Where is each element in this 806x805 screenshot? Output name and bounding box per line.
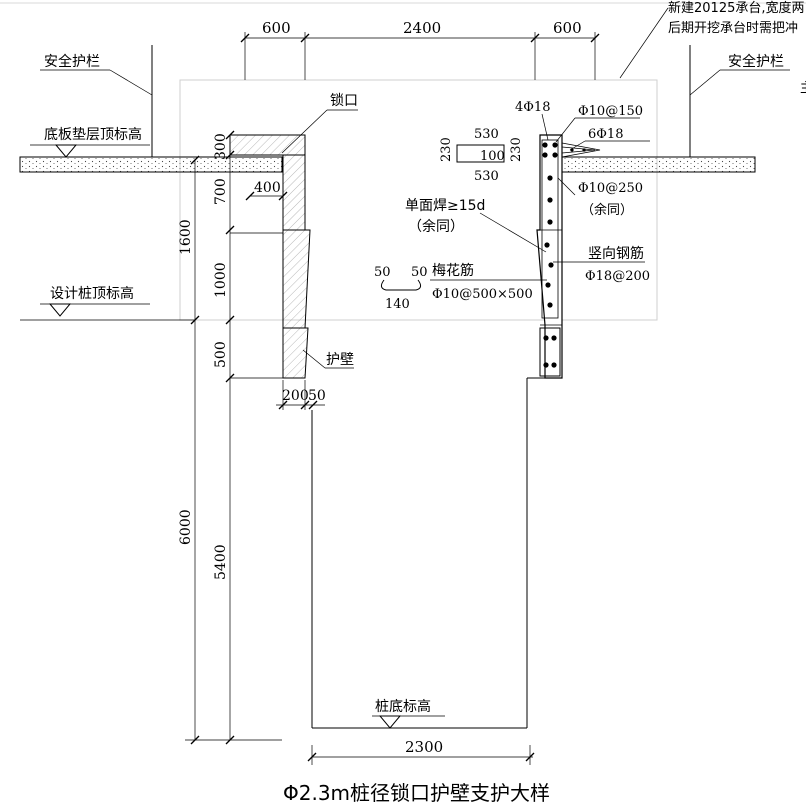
left-vertical-dimensions: [185, 130, 283, 745]
top-note-leader: [619, 7, 669, 79]
dim-1600: 1600: [178, 219, 194, 255]
dim-6000: 6000: [178, 509, 194, 545]
ground-slab-left: [19, 156, 283, 173]
dim-400-line: [245, 191, 288, 201]
right-lock-wall: [536, 134, 563, 379]
dim-top-right: 600: [553, 19, 582, 37]
dim-50: 50: [308, 388, 326, 404]
plum-rebar-spec: Φ10@500×500: [432, 287, 533, 302]
hook-50-right: 50: [411, 265, 428, 280]
rebar-4phi18: 4Φ18: [515, 100, 550, 115]
dim-300: 300: [213, 133, 229, 160]
dim-700: 700: [213, 178, 229, 205]
dim-400: 400: [254, 180, 281, 196]
dim-top-mid: 2400: [403, 19, 441, 37]
top-dimension: [240, 32, 600, 80]
pile-top-label: 设计桩顶标高: [50, 285, 134, 302]
dim-top-left: 600: [262, 19, 291, 37]
lock-label: 锁口: [330, 93, 358, 109]
same-note-2: （余同）: [408, 218, 464, 235]
vertical-rebar-label: 竖向钢筋: [588, 245, 644, 262]
safety-rail-left-label: 安全护栏: [44, 53, 100, 70]
pile-bottom-symbol: [372, 715, 445, 729]
leader-4phi18: [541, 113, 549, 141]
leader-6phi18b: [569, 140, 586, 151]
vertical-rebar-spec: Φ18@200: [585, 269, 650, 284]
lock-leader: [281, 109, 328, 154]
dim-500: 500: [213, 341, 229, 368]
left-lock-wall: [229, 134, 311, 379]
rebar-phi10-150: Φ10@150: [578, 104, 643, 119]
rebar-6phi18: 6Φ18: [588, 127, 623, 142]
dim-2300: 2300: [405, 738, 443, 756]
weld-note: 单面焊≥15d: [405, 198, 485, 214]
stirrup-detail: [456, 144, 505, 163]
hook-detail: [380, 279, 422, 291]
dim-200-50-line: [276, 380, 325, 410]
bottom-dimension: [307, 745, 535, 765]
top-note-line2: 后期开挖承台时需把冲: [668, 21, 798, 36]
stirrup-230-right: 230: [509, 137, 524, 162]
slab-top-label: 底板垫层顶标高: [44, 126, 142, 143]
dim-200: 200: [282, 388, 309, 404]
leader-phi10-150b: [555, 117, 576, 143]
pile-bottom-label: 桩底标高: [375, 698, 431, 715]
leader-phi10-250: [557, 177, 576, 196]
safety-rail-left-symbol: [40, 45, 153, 157]
same-note-1: （余同）: [581, 202, 633, 218]
rebar-phi10-250: Φ10@250: [578, 181, 643, 196]
plum-rebar-label: 梅花筋: [432, 262, 474, 279]
stirrup-530-top: 530: [474, 127, 499, 142]
right-rebar-hooks: [561, 142, 601, 158]
dim-1000: 1000: [213, 262, 229, 298]
top-note-line1: 新建20125承台,宽度两: [668, 0, 805, 16]
slab-top-elevation-symbol: [30, 144, 150, 158]
stirrup-530-bottom: 530: [474, 169, 499, 184]
pile-shaft: [311, 377, 545, 729]
wall-leader: [302, 349, 326, 369]
view-frame: [179, 79, 658, 321]
safety-rail-right-symbol: [689, 45, 790, 157]
hook-50-left: 50: [374, 265, 391, 280]
stirrup-100: 100: [480, 149, 505, 164]
dim-5400: 5400: [213, 544, 229, 580]
top-note-clip: 主: [800, 81, 806, 96]
right-rebar-dots: [542, 142, 558, 368]
pile-top-elevation-symbol: [20, 303, 195, 321]
hook-140: 140: [385, 297, 410, 312]
weld-leader: [479, 212, 547, 253]
drawing-title: Φ2.3m桩径锁口护壁支护大样: [283, 781, 550, 805]
ground-slab-right: [544, 156, 756, 173]
wall-label: 护壁: [326, 352, 354, 368]
safety-rail-right-label: 安全护栏: [728, 53, 784, 70]
stirrup-230-left: 230: [439, 137, 454, 162]
